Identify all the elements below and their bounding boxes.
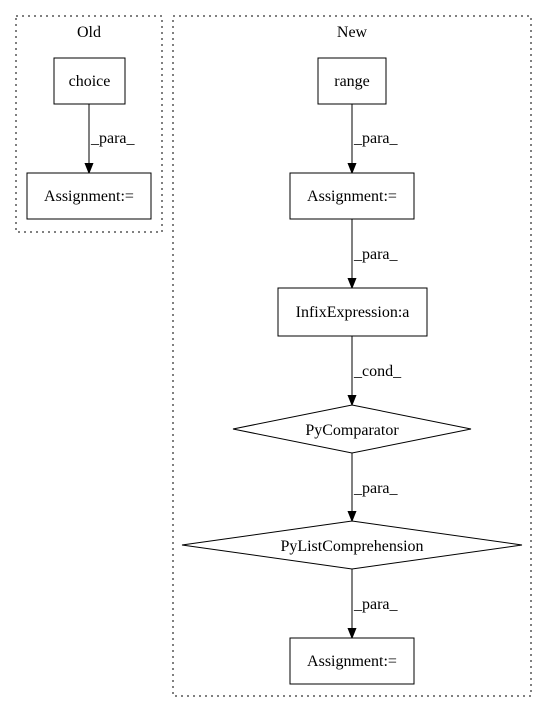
- cluster-new-border: [172, 15, 532, 697]
- node-pylistcomprehension: PyListComprehension: [181, 520, 523, 570]
- cluster-old-title: Old: [77, 24, 101, 41]
- node-old-assignment: Assignment:=: [26, 172, 152, 220]
- edge-infix-comparator-label: _cond_: [353, 363, 402, 380]
- cluster-old: Old: [15, 15, 163, 233]
- edge-old-choice-assignment: _para_: [89, 104, 136, 172]
- node-new-assignment-2-box: [289, 637, 415, 685]
- cluster-old-border: [15, 15, 163, 233]
- edge-range-assignment-label: _para_: [353, 130, 399, 147]
- edge-old-choice-assignment-label: _para_: [90, 130, 136, 147]
- edge-comparator-listcomp-label: _para_: [353, 480, 399, 497]
- cluster-new: New: [172, 15, 532, 697]
- node-range: range: [317, 57, 387, 105]
- edge-assignment-infix: _para_: [352, 219, 399, 287]
- cluster-new-title: New: [337, 24, 368, 41]
- edge-listcomp-assignment-label: _para_: [353, 596, 399, 613]
- edge-listcomp-assignment: _para_: [352, 569, 399, 637]
- node-choice-label: choice: [69, 73, 111, 90]
- edge-comparator-listcomp: _para_: [352, 453, 399, 520]
- edge-assignment-infix-label: _para_: [353, 246, 399, 263]
- node-infix-expression: InfixExpression:a: [277, 287, 428, 337]
- node-infix-expression-label: InfixExpression:a: [296, 304, 410, 321]
- edge-range-assignment: _para_: [352, 104, 399, 172]
- node-pycomparator-label: PyComparator: [305, 422, 399, 439]
- node-new-assignment-2: Assignment:=: [289, 637, 415, 685]
- node-old-assignment-label: Assignment:=: [44, 188, 134, 205]
- node-range-label: range: [334, 73, 370, 90]
- node-pycomparator: PyComparator: [232, 404, 472, 454]
- node-old-assignment-box: [26, 172, 152, 220]
- node-pylistcomprehension-label: PyListComprehension: [280, 538, 423, 555]
- node-new-assignment-1: Assignment:=: [289, 172, 415, 220]
- node-new-assignment-2-label: Assignment:=: [307, 653, 397, 670]
- edge-infix-comparator: _cond_: [352, 336, 402, 404]
- node-choice: choice: [53, 57, 126, 105]
- node-new-assignment-1-label: Assignment:=: [307, 188, 397, 205]
